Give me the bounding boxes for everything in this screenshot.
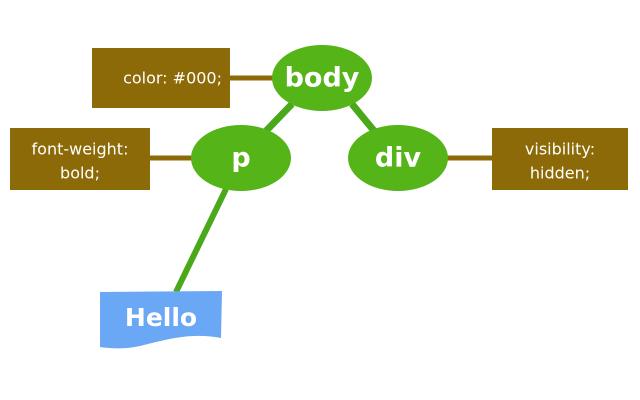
text-node-hello-shape[interactable] [100, 291, 222, 349]
element-node-p-shape[interactable] [191, 125, 291, 191]
property-box-color[interactable]: color: #000; [92, 48, 230, 108]
edge-p-to-hello [173, 187, 229, 294]
property-box-color-rect[interactable] [92, 48, 230, 108]
element-node-div-label: div [375, 143, 422, 174]
property-box-color-line-1: color: #000; [123, 69, 222, 88]
property-box-visibility[interactable]: visibility: hidden; [492, 128, 628, 190]
property-box-font-weight-line-2: bold; [60, 164, 100, 183]
text-node-hello-label: Hello [125, 303, 197, 332]
element-node-p[interactable]: p [191, 125, 291, 191]
property-box-visibility-rect[interactable] [492, 128, 628, 190]
text-node-hello[interactable]: Hello [100, 291, 222, 349]
element-node-body[interactable]: body [272, 45, 372, 111]
element-node-p-label: p [231, 143, 250, 174]
property-edges-group [148, 75, 494, 161]
element-node-body-shape[interactable] [272, 45, 372, 111]
edge-body-to-p [262, 101, 295, 135]
property-box-font-weight[interactable]: font-weight: bold; [10, 128, 150, 190]
edge-body-to-div [349, 101, 378, 135]
element-node-body-label: body [285, 63, 360, 94]
property-box-font-weight-rect[interactable] [10, 128, 150, 190]
property-box-font-weight-line-1: font-weight: [32, 140, 129, 159]
element-edges-group [173, 101, 378, 294]
element-node-div[interactable]: div [348, 125, 448, 191]
property-box-visibility-line-1: visibility: [525, 140, 595, 159]
property-box-visibility-line-2: hidden; [530, 164, 590, 183]
element-node-div-shape[interactable] [348, 125, 448, 191]
